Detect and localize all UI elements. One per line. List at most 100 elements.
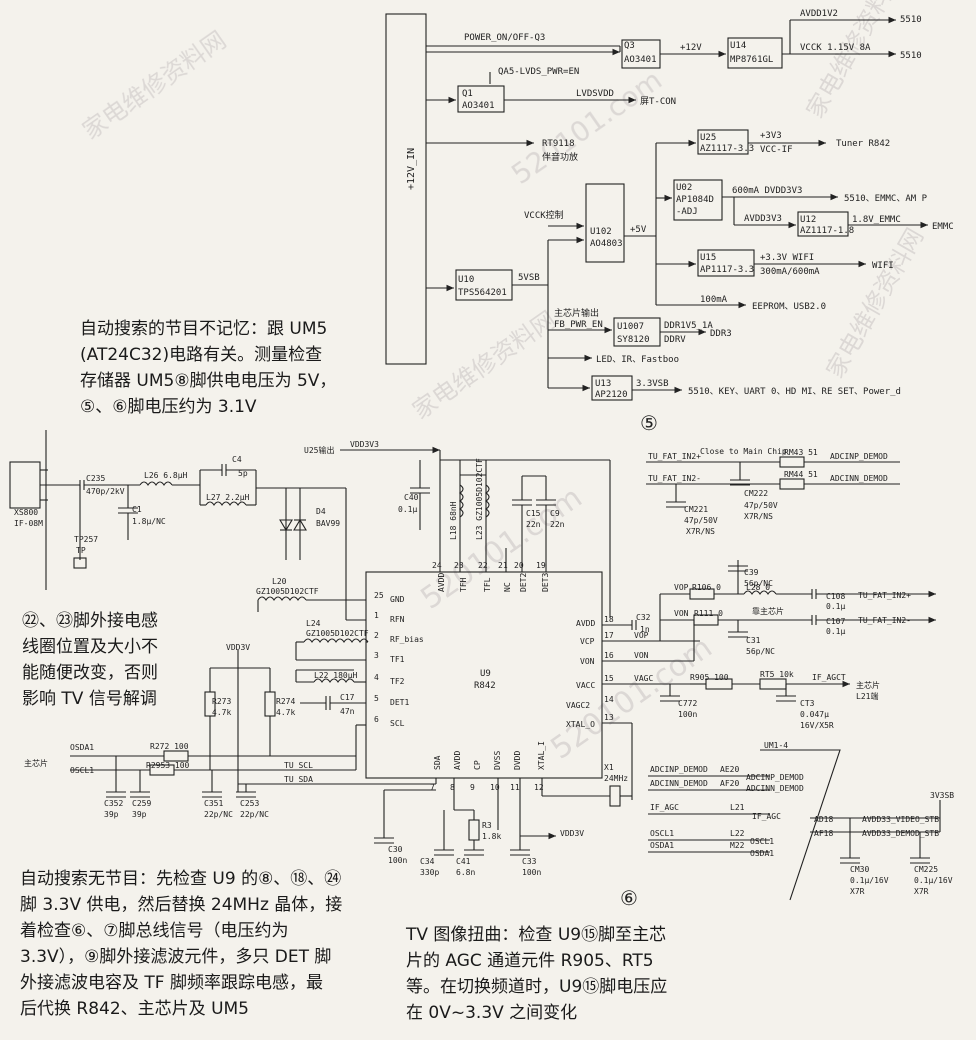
pin-cp: CP (473, 760, 482, 770)
plus12v-label: +12V (680, 43, 702, 53)
q3-name: Q3 (624, 41, 635, 51)
vagc-label: VAGC (634, 674, 653, 683)
note-inductor: ㉒、㉓脚外接电感 线圈位置及大小不 能随便改变，否则 影响 TV 信号解调 (22, 608, 158, 712)
adcinp-label: ADCINP_DEMOD (830, 452, 888, 461)
pin-12: 12 (534, 783, 544, 792)
pin-l22: L22 (730, 829, 745, 838)
screen-tcon-label: 屏T-CON (640, 96, 676, 107)
note-line: 自动搜索的节目不记忆：跟 UM5 (80, 319, 328, 339)
pin-von: VON (580, 657, 595, 666)
c253-value: 22p/NC (240, 810, 269, 819)
u12-box (797, 211, 849, 237)
l23-label: L23 GZ1005D102CTF (475, 458, 484, 540)
c41-value: 6.8n (456, 868, 475, 877)
ct3-value: 0.047μ (800, 710, 829, 719)
avdd3v3-label: AVDD3V3 (744, 214, 782, 224)
cm221-value2: X7R/NS (686, 527, 715, 536)
u10-name: U10 (458, 275, 474, 285)
5vsb-label: 5VSB (518, 273, 540, 283)
note-line: 3.3V），⑨脚外接滤波元件，多只 DET 脚 (20, 947, 332, 967)
pin-tfh: TFH (459, 577, 468, 592)
fb-pwr-label: FB_PWR_EN (554, 320, 603, 330)
rt9118-label: RT9118 (542, 139, 575, 149)
r111-label: R111 0 (694, 609, 723, 618)
u02-name: U02 (676, 183, 692, 193)
pin-gnd: GND (390, 595, 405, 604)
u10-part: TPS564201 (458, 288, 507, 298)
avdd1v2-label: AVDD1V2 (800, 9, 838, 19)
u1007-name: U1007 (617, 322, 644, 332)
watermark-cn-4: 家电维修资料网 (821, 224, 929, 383)
12v-in-bar (385, 13, 427, 365)
pin-tfl: TFL (483, 577, 492, 592)
u12-part: AZ1117-1.8 (800, 226, 854, 236)
ct3-name: CT3 (800, 699, 815, 708)
if-agc-net: IF_AGC (650, 803, 679, 812)
um1-label: UM1-4 (764, 741, 788, 750)
note-line: 自动搜索无节目：先检查 U9 的⑧、⑱、㉔ (20, 869, 342, 889)
osda1-pin: OSDA1 (750, 849, 774, 858)
osda1-label: OSDA1 (70, 743, 94, 752)
c30-name: C30 (388, 845, 403, 854)
u1007-part: SY8120 (617, 335, 650, 345)
dvdd-label: 600mA DVDD3V3 (732, 186, 802, 196)
wifi-label: WIFI (872, 261, 894, 271)
vdd3v-a-label: VDD3V (226, 643, 250, 652)
vop-net-label: VOP (674, 583, 689, 592)
pin-vagc2: VAGC2 (566, 701, 590, 710)
cm225-name: CM225 (914, 865, 938, 874)
pin-6: 6 (374, 715, 379, 724)
pin-14: 14 (604, 695, 614, 704)
led-label: LED、IR、Fastboo (596, 355, 679, 365)
c15-value: 22n (526, 520, 541, 529)
pin-rfbias: RF_bias (390, 635, 424, 644)
pin-3: 3 (374, 651, 379, 660)
pin-23: 23 (454, 561, 464, 570)
c15-name: C15 (526, 509, 541, 518)
pin-18: 18 (604, 615, 614, 624)
c39-name: C39 (744, 568, 759, 577)
u13-to-label: 5510、KEY、UART 0、HD MI、RE SET、Power_d (688, 387, 901, 397)
q1-box (457, 85, 505, 113)
wifi-v-label: +3.3V WIFI (760, 253, 814, 263)
watermark-1: 520101.com (505, 63, 668, 191)
pin-nc: NC (503, 582, 512, 592)
near-chip-label: 靠主芯片 (752, 606, 784, 616)
pin-9: 9 (470, 783, 475, 792)
u12-name: U12 (800, 215, 816, 225)
pin-af20: AF20 (720, 779, 739, 788)
pin-tf1: TF1 (390, 655, 405, 664)
c235-value: 470p/2kV (86, 487, 125, 496)
pin-11: 11 (510, 783, 520, 792)
note-line: 片的 AGC 通道元件 R905、RT5 (406, 951, 654, 971)
demod-in2p-label: TU_FAT_IN2+ (648, 452, 701, 461)
u25-name: U25 (700, 133, 716, 143)
100ma-label: 100mA (700, 295, 728, 305)
c352-value: 39p (104, 810, 119, 819)
oscl1-net: OSCL1 (650, 829, 674, 838)
tu-in2n-label: TU_FAT_IN2- (858, 616, 911, 625)
u02-box (673, 179, 723, 221)
wifi-i-label: 300mA/600mA (760, 267, 820, 277)
d4-value: BAV99 (316, 519, 340, 528)
c4-name: C4 (232, 455, 242, 464)
l28-label: L28 0 (746, 583, 770, 592)
adcinn-pin: ADCINN_DEMOD (746, 784, 804, 793)
pin-5: 5 (374, 694, 379, 703)
c352-name: C352 (104, 799, 123, 808)
ct3-value2: 16V/X5R (800, 721, 834, 730)
c9-value: 22n (550, 520, 565, 529)
c34-name: C34 (420, 857, 435, 866)
oscl1-pin: OSCL1 (750, 837, 774, 846)
note-memory: 自动搜索的节目不记忆：跟 UM5 (AT24C32)电路有关。测量检查 存储器 … (80, 316, 336, 420)
l24-name: L24 (306, 619, 321, 628)
note-image-distortion: TV 图像扭曲：检查 U9⑮脚至主芯 片的 AGC 通道元件 R905、RT5 … (406, 922, 667, 1026)
c34-value: 330p (420, 868, 439, 877)
circle-6-label: ⑥ (620, 886, 638, 910)
rm43-label: RM43 51 (784, 448, 818, 457)
r274-value: 4.7k (276, 708, 295, 717)
c108-name: C108 (826, 592, 845, 601)
c31-name: C31 (746, 636, 761, 645)
cm30-name: CM30 (850, 865, 869, 874)
pin-rfn: RFN (390, 615, 405, 624)
